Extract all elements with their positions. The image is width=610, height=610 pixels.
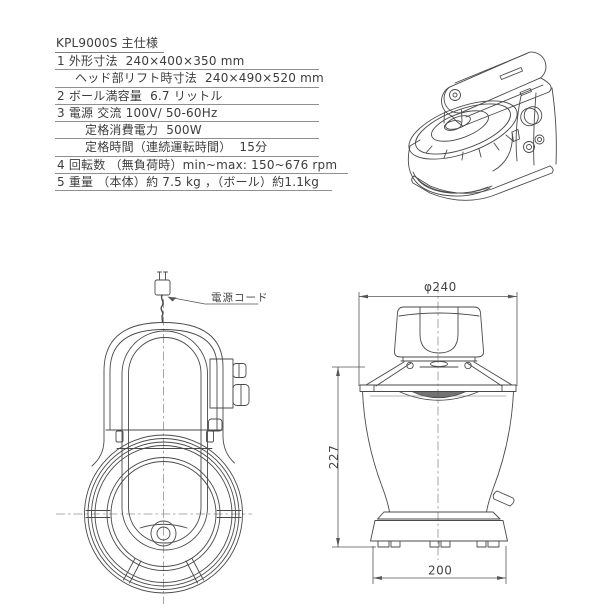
- leader-line: [167, 296, 259, 305]
- bowl-top-view: [84, 434, 243, 594]
- spec-row-rated-time: 定格時間（連続運転時間） 15分: [55, 139, 319, 157]
- isometric-product-drawing: [407, 51, 557, 201]
- power-cord-label: 電源コード: [211, 291, 269, 304]
- spec-row-rated-power: 定格消費電力 500W: [55, 122, 319, 140]
- bowl-front-view: [362, 391, 514, 520]
- spec-row-head-lift: ヘッド部リフト時寸法 240×490×520 mm: [55, 70, 324, 88]
- spec-row-bowl-capacity: 2 ボール満容量 6.7 リットル: [55, 88, 319, 105]
- top-view-drawing: 電源コード: [56, 271, 269, 604]
- dimension-width-top: [358, 292, 518, 386]
- base-front-view: [370, 520, 508, 548]
- mixer-head-front: [394, 306, 484, 358]
- power-plug: [154, 271, 171, 296]
- dim-width-top-text: φ240: [424, 280, 457, 294]
- dimension-height-left: [332, 366, 376, 548]
- bowl-lift-knob: [492, 490, 515, 507]
- spec-row-outer-dimensions: 1 外形寸法 240×400×350 mm: [55, 53, 319, 71]
- front-view-drawing: φ240 227 200: [327, 280, 518, 584]
- dim-width-bottom-text: 200: [428, 564, 452, 578]
- power-cord: [160, 294, 164, 323]
- spec-row-rotation-speed: 4 回転数 （無負荷時）min~max: 150~676 rpm: [55, 157, 348, 175]
- spec-row-power-supply: 3 電源 交流 100V/ 50-60Hz: [55, 105, 319, 123]
- spec-table-title: KPL9000S 主仕様: [55, 36, 165, 53]
- dim-height-left-text: 227: [327, 445, 341, 469]
- spec-table: KPL9000S 主仕様 1 外形寸法 240×400×350 mm ヘッド部リ…: [55, 36, 355, 192]
- control-knobs-top-view: [208, 358, 250, 432]
- dimension-width-bottom: [372, 546, 507, 584]
- spec-row-weight: 5 重量 （本体）約 7.5 kg ，（ボール）約1.1kg: [55, 174, 332, 192]
